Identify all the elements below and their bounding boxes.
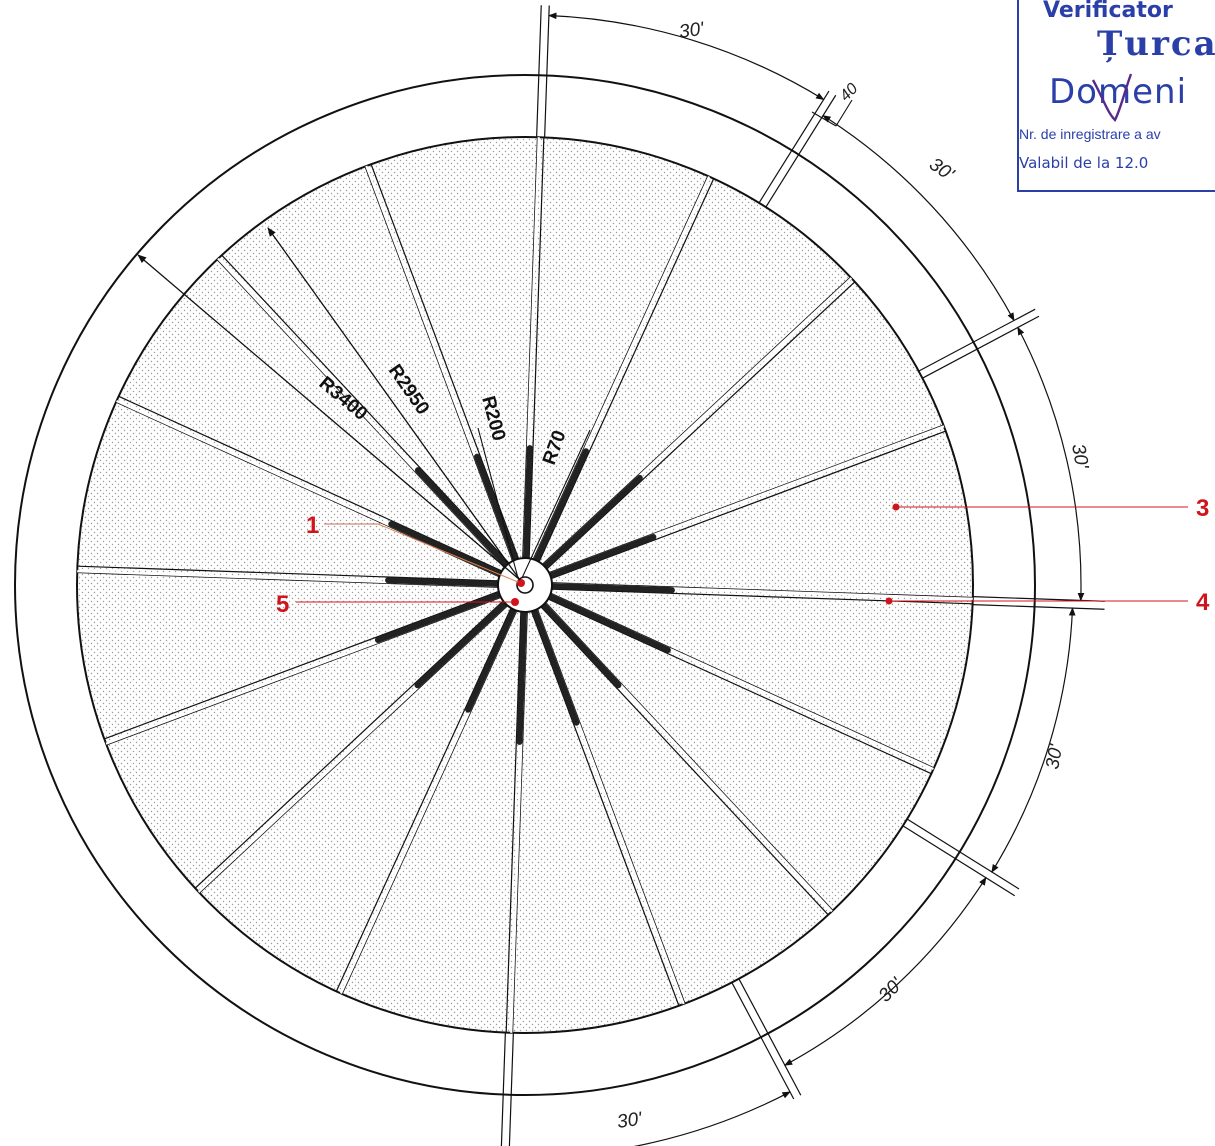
shading-ring xyxy=(176,236,874,934)
shading-ring xyxy=(218,278,832,892)
shading-ring xyxy=(358,418,692,752)
callout-4-label: 4 xyxy=(1196,589,1210,616)
radius-line-r2950 xyxy=(267,227,521,581)
spoke xyxy=(522,137,545,562)
stamp-name: Țurca xyxy=(1097,24,1215,64)
shading-ring xyxy=(162,222,888,948)
shading-ring xyxy=(414,474,636,696)
shading-ring xyxy=(288,348,762,822)
dimension-arc xyxy=(548,12,825,101)
extension-line xyxy=(902,825,1016,897)
extension-line xyxy=(738,978,802,1096)
angle-label-upper-right: 30' xyxy=(925,154,958,186)
extension-line xyxy=(731,982,795,1100)
extension-line xyxy=(922,315,1040,379)
callout-1: 1 xyxy=(306,512,519,583)
spoke xyxy=(77,565,502,588)
gap-label-40: 40 xyxy=(837,80,862,105)
shading-ring xyxy=(386,446,664,724)
callout-5: 5 xyxy=(276,591,512,618)
extension-line xyxy=(972,604,1105,610)
shading-ring xyxy=(134,194,916,976)
shading-ring xyxy=(274,334,776,836)
spoke xyxy=(541,276,856,570)
spoke xyxy=(540,601,834,916)
callout-1-label: 1 xyxy=(306,512,319,539)
shading-ring xyxy=(400,460,650,710)
shading-ring xyxy=(330,390,720,780)
shading-ring xyxy=(148,208,902,962)
extension-line xyxy=(758,90,830,204)
stamp-valid-from: Valabil de la 12.0 xyxy=(1019,154,1149,172)
callout-4: 4 xyxy=(885,589,1210,616)
shading-ring xyxy=(120,180,930,990)
callout-3-label: 3 xyxy=(1196,495,1209,522)
verification-stamp: Verificator Țurca Domeni Nr. de inregist… xyxy=(1017,0,1215,192)
extension-line xyxy=(500,1032,506,1146)
hub-marker-1 xyxy=(517,579,525,587)
spoke xyxy=(546,592,935,775)
extension-line xyxy=(972,596,1105,602)
angle-label-right-lower: 30' xyxy=(1042,741,1067,770)
shading-ring xyxy=(260,320,790,850)
dimension-arc xyxy=(783,876,987,1066)
dimension-group xyxy=(500,5,1105,1146)
gap-indicator xyxy=(811,99,853,127)
spoke xyxy=(335,606,518,995)
extension-line xyxy=(536,5,542,138)
shading-ring xyxy=(316,376,734,794)
radius-line-r3400 xyxy=(137,254,521,581)
dimension-arc xyxy=(508,1091,791,1146)
spoke xyxy=(532,175,715,564)
stamp-role: Verificator xyxy=(1043,0,1173,23)
signature-mark xyxy=(1091,73,1133,123)
shading-ring xyxy=(344,404,706,766)
dimension-arc xyxy=(1017,326,1085,602)
shading-ring xyxy=(246,306,804,864)
angle-label-right-upper: 30' xyxy=(1067,442,1092,471)
callout-5-label: 5 xyxy=(276,591,289,618)
shading-ring xyxy=(232,292,818,878)
shading-ring xyxy=(78,138,972,1032)
callout-3: 3 xyxy=(892,495,1209,522)
angle-label-top: 30' xyxy=(678,19,707,43)
dimension-arc xyxy=(822,115,1015,322)
angle-label-bottom: 30' xyxy=(616,1109,645,1133)
dimension-arc xyxy=(991,607,1076,873)
extension-line xyxy=(765,94,837,208)
spoke xyxy=(364,164,520,563)
shading-ring xyxy=(92,152,958,1018)
shading-ring xyxy=(190,250,860,920)
extension-line xyxy=(508,1032,514,1146)
radius-line-r70 xyxy=(521,429,591,579)
spoke-group xyxy=(77,137,973,1033)
spoke xyxy=(505,608,528,1033)
stamp-registration: Nr. de inregistrare a av xyxy=(1019,126,1161,142)
radius-line-r200 xyxy=(477,427,519,579)
shading-ring xyxy=(204,264,846,906)
spoke xyxy=(216,254,510,569)
spoke xyxy=(547,424,946,580)
shading-ring xyxy=(372,432,678,738)
stamp-domain: Domeni xyxy=(1049,72,1188,112)
extension-line xyxy=(918,308,1036,372)
spoke xyxy=(530,607,686,1006)
extension-line xyxy=(906,818,1020,890)
spoke xyxy=(194,600,509,894)
hub-marker-5 xyxy=(511,598,519,606)
shading-ring xyxy=(302,362,748,808)
extension-line xyxy=(544,5,550,138)
shading-ring xyxy=(106,166,944,1004)
